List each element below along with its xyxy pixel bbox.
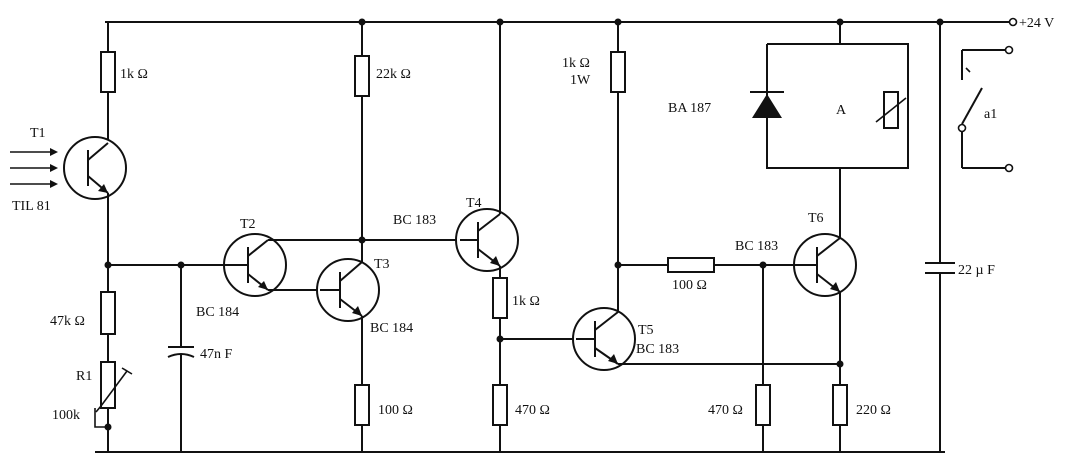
resistor-100-base — [667, 257, 715, 273]
t6-ref-label: T6 — [808, 211, 824, 226]
transistor-t2 — [223, 233, 287, 297]
transistor-t3 — [316, 258, 380, 322]
resistor-100-t3 — [354, 384, 370, 426]
transistor-t4 — [455, 208, 519, 272]
t4-ref-label: T4 — [466, 196, 482, 211]
contact-label: a1 — [984, 107, 997, 122]
r1-value-label: 100k — [52, 408, 80, 423]
t5-ref-label: T5 — [638, 323, 654, 338]
resistor-47k-label: 47k Ω — [50, 314, 85, 329]
resistor-470-t6 — [755, 384, 771, 426]
t3-ref-label: T3 — [374, 257, 390, 272]
supply-rail: +24 V — [105, 16, 1054, 31]
diode-label: BA 187 — [668, 101, 711, 116]
t5-type-label: BC 183 — [636, 342, 679, 357]
t2-type-label: BC 184 — [196, 305, 239, 320]
resistor-1k-t4-label: 1k Ω — [512, 294, 540, 309]
light-arrows-icon — [10, 148, 58, 188]
relay-label: A — [836, 103, 847, 118]
resistor-47k — [100, 291, 116, 335]
capacitor-47n-label: 47n F — [200, 347, 233, 362]
transistor-t6 — [793, 233, 857, 297]
resistor-1k-1w — [610, 51, 626, 93]
resistor-1k-1w-label: 1k Ω — [562, 56, 590, 71]
resistor-1k-t1 — [100, 51, 116, 93]
resistor-100-t3-label: 100 Ω — [378, 403, 413, 418]
relay-contact-a1 — [957, 45, 1014, 173]
supply-terminal — [1008, 17, 1018, 27]
r1-ref-label: R1 — [76, 369, 92, 384]
resistor-470-t4-label: 470 Ω — [515, 403, 550, 418]
t6-type-label: BC 183 — [735, 239, 778, 254]
transistor-t5 — [572, 307, 636, 371]
resistor-100-base-label: 100 Ω — [672, 278, 707, 293]
resistor-220-label: 220 Ω — [856, 403, 891, 418]
resistor-220 — [832, 384, 848, 426]
resistor-1k-t1-label: 1k Ω — [120, 67, 148, 82]
resistor-1k-t4 — [492, 277, 508, 319]
resistor-1k-1w-rating: 1W — [570, 73, 591, 88]
potentiometer-r1 — [100, 361, 116, 409]
resistor-470-t6-label: 470 Ω — [708, 403, 743, 418]
t1-ref-label: T1 — [30, 126, 46, 141]
t4-type-label: BC 183 — [393, 213, 436, 228]
supply-label: +24 V — [1019, 16, 1054, 31]
phototransistor-t1 — [63, 136, 127, 200]
t1-type-label: TIL 81 — [12, 199, 51, 214]
resistor-470-t4 — [492, 384, 508, 426]
t2-ref-label: T2 — [240, 217, 256, 232]
diode-ba187 — [750, 91, 784, 118]
resistor-22k-label: 22k Ω — [376, 67, 411, 82]
capacitor-22u-label: 22 µ F — [958, 263, 995, 278]
resistor-22k — [354, 55, 370, 97]
t3-type-label: BC 184 — [370, 321, 413, 336]
